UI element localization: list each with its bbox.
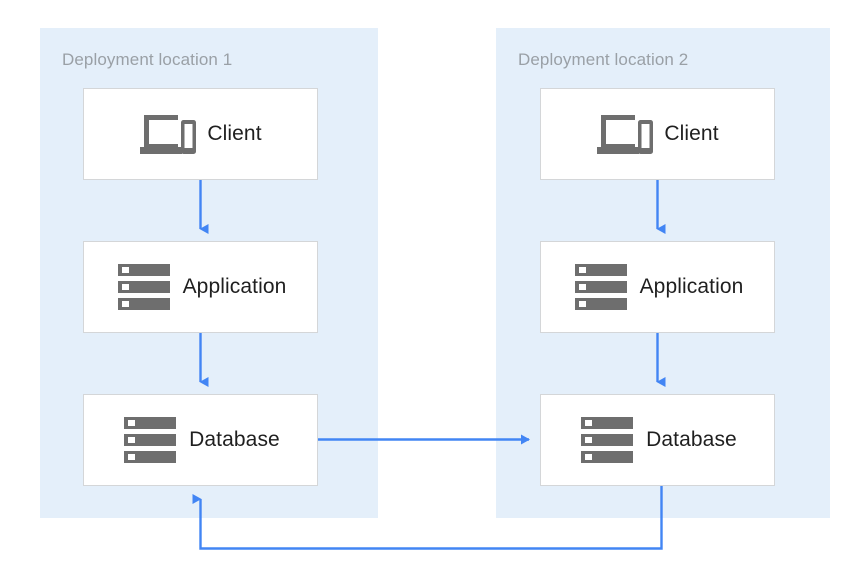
node-database-1[interactable]: Database bbox=[83, 394, 318, 486]
node-application-1[interactable]: Application bbox=[83, 241, 318, 333]
node-label-database-2: Database bbox=[646, 428, 737, 451]
devices-icon bbox=[596, 109, 654, 159]
devices-icon bbox=[139, 109, 197, 159]
node-label-database-1: Database bbox=[189, 428, 280, 451]
node-client-2[interactable]: Client bbox=[540, 88, 775, 180]
server-icon bbox=[578, 415, 636, 465]
node-label-client-1: Client bbox=[207, 122, 262, 145]
server-icon bbox=[121, 415, 179, 465]
server-icon bbox=[572, 262, 630, 312]
deployment-zone-2-title: Deployment location 2 bbox=[518, 50, 689, 69]
node-client-1[interactable]: Client bbox=[83, 88, 318, 180]
node-label-client-2: Client bbox=[664, 122, 719, 145]
node-database-2[interactable]: Database bbox=[540, 394, 775, 486]
node-label-application-1: Application bbox=[182, 275, 287, 298]
node-label-application-2: Application bbox=[639, 275, 744, 298]
server-icon bbox=[115, 262, 173, 312]
deployment-zone-1-title: Deployment location 1 bbox=[62, 50, 233, 69]
node-application-2[interactable]: Application bbox=[540, 241, 775, 333]
